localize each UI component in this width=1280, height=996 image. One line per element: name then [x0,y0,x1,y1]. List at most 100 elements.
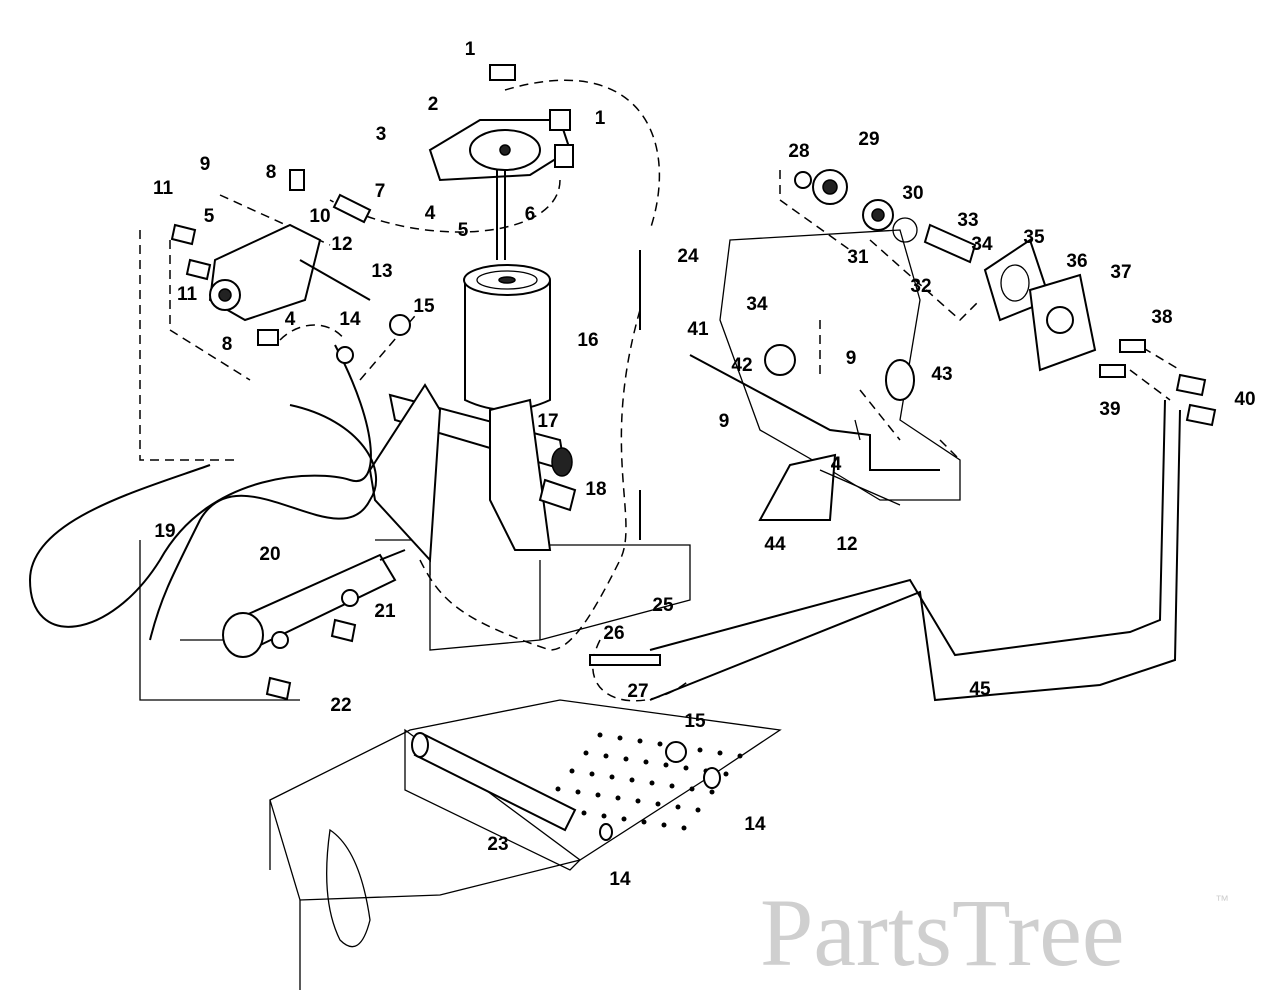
plate-hole [697,747,703,753]
callout-label: 11 [177,284,198,305]
plate-hole [575,789,581,795]
callout-label: 4 [831,454,842,475]
callout-label: 15 [684,711,706,732]
plate-hole [615,795,621,801]
callout-label: 19 [154,521,175,542]
plate-hole [581,810,587,816]
hydraulic-filter [463,264,551,411]
callout-label: 34 [971,234,993,255]
control-valve [208,169,371,346]
callout-label: 16 [577,330,598,351]
callout-label: 1 [595,108,606,129]
plate-hole [649,780,655,786]
plate-holes [541,732,743,831]
callout-label: 39 [1099,399,1120,420]
plate-hole [675,804,681,810]
callout-label: 23 [487,834,508,855]
callout-label: 14 [609,869,631,890]
callout-label: 9 [719,411,730,432]
callout-label: 2 [428,94,439,115]
callout-label: 25 [652,595,674,616]
callout-label: 40 [1234,389,1255,410]
plate-hole [717,750,723,756]
pivot-rod [411,732,721,841]
hydraulic-tubes [589,399,1181,702]
callout-label: 32 [910,276,931,297]
callout-label: 36 [1066,251,1087,272]
callout-label: 5 [458,220,469,241]
plate-hole [603,753,609,759]
callout-label: 28 [788,141,809,162]
callout-label: 27 [627,681,648,702]
watermark-trademark: ™ [1215,892,1229,908]
plate-hole [723,771,729,777]
plate-hole [609,774,615,780]
plate-hole [689,786,695,792]
callout-label: 21 [374,601,396,622]
plate-hole [555,786,561,792]
callout-label: 41 [687,319,709,340]
callout-label: 4 [285,309,296,330]
plate-hole [661,822,667,828]
plate-hole [655,801,661,807]
plate-hole [709,789,715,795]
callout-label: 5 [204,206,215,227]
callout-label: 12 [836,534,857,555]
callout-label: 33 [957,210,978,231]
hydraulic-hoses [28,250,641,641]
callout-label: 9 [200,154,211,175]
callout-label: 30 [902,183,923,204]
callout-label: 29 [858,129,879,150]
plate-hole [657,741,663,747]
callout-label: 6 [525,204,536,225]
callout-label: 11 [153,178,174,199]
callout-label: 42 [731,355,752,376]
callout-label: 34 [746,294,768,315]
callout-label: 4 [425,203,436,224]
callout-label: 12 [331,234,352,255]
callout-label: 13 [371,261,392,282]
plate-hole [695,807,701,813]
plate-hole [669,783,675,789]
plate-hole [641,819,647,825]
callout-label: 38 [1151,307,1172,328]
plate-hole [635,798,641,804]
plate-hole [683,765,689,771]
plate-hole [663,762,669,768]
plate-hole [589,771,595,777]
plate-hole [597,732,603,738]
watermark-text: PartsTree [760,879,1124,986]
callout-label: 24 [677,246,699,267]
callout-label: 44 [764,534,786,555]
callout-label: 1 [465,39,476,60]
callout-label: 31 [847,247,869,268]
plate-hole [583,750,589,756]
lift-arm [368,383,577,563]
callout-label: 26 [603,623,624,644]
callout-label: 22 [330,695,351,716]
plate-hole [621,816,627,822]
assembly-guide-lines [139,79,1181,702]
callout-label: 37 [1110,262,1131,283]
callout-label: 17 [537,411,558,432]
plate-hole [623,756,629,762]
pump-assembly [689,169,1217,521]
frame-plate [139,539,782,990]
plate-hole [737,753,743,759]
plate-hole [595,792,601,798]
callout-label: 43 [931,364,952,385]
plate-hole [569,768,575,774]
callout-label: 14 [339,309,361,330]
callout-label: 10 [309,206,330,227]
plate-hole [601,813,607,819]
lift-cylinder [222,549,406,658]
plate-hole [643,759,649,765]
fittings [170,64,574,701]
callout-label: 14 [744,814,766,835]
callout-label: 3 [376,124,387,145]
callout-label: 7 [375,181,386,202]
callout-label: 9 [846,348,857,369]
filter-head [428,119,572,260]
callout-label: 45 [969,679,991,700]
callout-label: 18 [585,479,606,500]
